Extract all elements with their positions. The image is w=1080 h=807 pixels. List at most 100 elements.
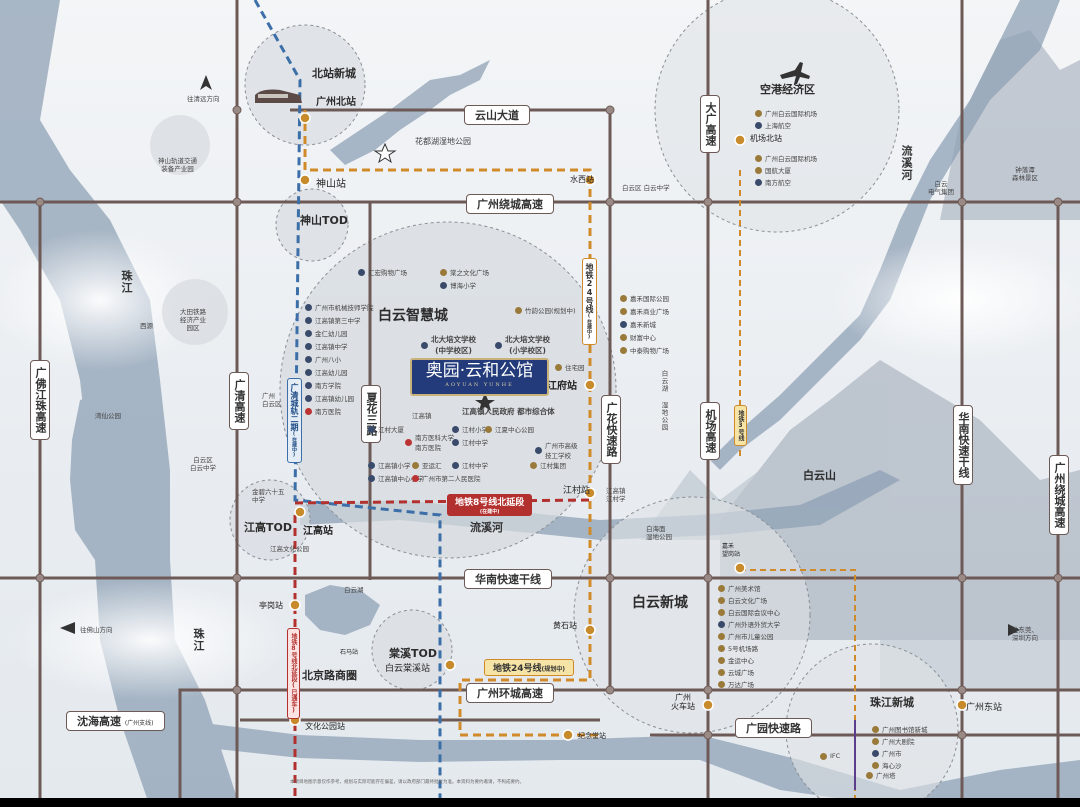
poi-item[interactable]: 广州大剧院 [872,736,928,746]
airline-icon [755,121,762,129]
poi-item[interactable]: 南方学院 [305,380,374,390]
school-icon [305,381,312,389]
poi-item[interactable]: 江高镇中心小学 [368,473,424,483]
airport-poi-list: 广州白云国际机场 上海航空 [755,108,817,130]
tower-icon [866,771,873,779]
poi-item[interactable]: 北大培文学校 (小学校区) [495,334,550,356]
park-xinyuan: 湾仙公园 [95,412,121,420]
metro-line3: 地铁3号线 [734,405,747,446]
poi-item[interactable]: 云城广场 [718,667,780,677]
poi-item[interactable]: 财富中心 [620,332,669,342]
poi-item[interactable]: 广州美术馆 [718,583,780,593]
station-guangzhou: 广州 火车站 [671,693,695,711]
poi-item[interactable]: 广州市儿童公园 [718,631,780,641]
building-icon [755,166,762,174]
building-icon [718,608,725,616]
poi-item[interactable]: 万达广场 [718,679,780,689]
park-icon [620,294,627,302]
poi-item[interactable]: 金仁幼儿园 [305,328,374,338]
poi-item[interactable]: 江高镇幼儿园 [305,393,374,403]
culture-icon [440,268,447,276]
label-baiyun6: 金碧六十五 中学 [252,488,285,504]
poi-item[interactable]: 广州白云国际机场 [755,153,817,163]
school-icon [495,341,502,349]
district-baiyun-new: 白云新城 [632,595,688,611]
poi-item[interactable]: 住宅园 [555,362,585,372]
poi-item[interactable]: 江高幼儿园 [305,367,374,377]
poi-item[interactable]: 嘉禾新城 [620,319,669,329]
road-nodes [35,105,1063,740]
poi-item[interactable]: 竹韵公园(规划中) [515,305,576,315]
poi-item[interactable]: 南方医科大学 南方医院 [405,432,454,452]
district-jianggao-tod: 江高TOD [244,521,292,534]
river-liuxi-east: 流溪河 [900,145,913,181]
poi-item[interactable]: 广州图书馆新城 [872,724,928,734]
poi-item[interactable]: 北大培文学校 (中学校区) [421,334,476,356]
district-circles [150,0,959,807]
poi-item[interactable]: 海心沙 [872,760,928,770]
culture-icon [718,596,725,604]
poi-item[interactable]: 中泰购物广场 [620,345,669,355]
poi-item[interactable]: 广州塔 [866,770,896,780]
poi-item[interactable]: 江夏中心公园 [485,424,534,434]
building-icon [820,752,827,760]
poi-item[interactable]: 江村小学 [452,424,488,434]
district-tangxi-tod: 棠溪TOD [389,647,437,660]
station-jiangcun: 江村站 [563,486,591,496]
poi-item[interactable]: IFC [820,752,840,760]
building-icon [530,461,537,469]
poi-item[interactable]: 5号机场路 [718,643,780,653]
airport-icon [755,154,762,162]
poi-item[interactable]: 江村集团 [530,460,566,470]
poi-item[interactable]: 江高镇人民政府 都市综合体 [462,407,555,416]
school-icon [305,355,312,363]
poi-item[interactable]: 广州市机械技师学院 [305,302,374,312]
district-beizhan: 北站新城 [312,67,356,80]
plane-icon [780,62,810,84]
poi-item[interactable]: 江村中学 [452,437,488,447]
poi-item[interactable]: 嘉禾国际公园 [620,293,669,303]
poi-item[interactable]: 广州八小 [305,354,374,364]
poi-item[interactable]: 上海航空 [755,120,817,130]
poi-item[interactable]: 江高镇小学 [368,460,411,470]
poi-item[interactable]: 广州市高级 技工学校 [535,440,578,460]
road-xiahua: 夏花三路 [361,385,381,443]
road-raocheng: 广州绕城高速 [466,194,554,214]
poi-item[interactable]: 广州市第二人民医院 [412,473,481,483]
poi-item[interactable]: 江村中学 [452,460,488,470]
metro-line8: 地铁8号线北延段(在建中) [447,494,533,516]
poi-item[interactable]: 金运中心 [718,655,780,665]
poi-item[interactable]: 白云国际会议中心 [718,607,780,617]
station-shima: 石马站 [340,649,359,656]
poi-item[interactable]: 汇宏购物广场 [358,267,407,277]
park-icon [515,306,522,314]
school-icon [452,438,459,446]
poi-item[interactable]: 嘉禾商业广场 [620,306,669,316]
park-icon [555,363,562,371]
station-jiangfu: 江府站 [547,381,577,392]
poi-item[interactable]: 广州市 [872,748,928,758]
poi-item[interactable]: 广州白云国际机场 [755,108,817,118]
project-badge[interactable]: 奥园·云和公馆 AOYUAN YUNHE [410,358,549,396]
poi-item[interactable]: 棠之文化广场 [440,267,489,277]
poi-item[interactable]: 江高镇 [412,412,432,420]
poi-item[interactable]: 博海小学 [440,280,476,290]
district-baiyun-smart: 白云智慧城 [378,308,448,324]
building-icon [620,320,627,328]
poi-item[interactable]: 江高镇中学 [305,341,374,351]
poi-item[interactable]: 国航大厦 [755,165,817,175]
road-huancheng: 广州环城高速 [466,683,554,703]
poi-item[interactable]: 江村大厦 [368,424,404,434]
poi-item[interactable]: 南方航空 [755,177,817,187]
district-shenshan-tod: 神山TOD [300,214,348,227]
poi-item[interactable]: 江高镇第三中学 [305,315,374,325]
building-icon [872,749,879,757]
metro-24-horiz: 地铁24号线(规划中) [484,659,575,676]
poi-item[interactable]: 亚运汇 [412,460,442,470]
label-xiyun: 西源 [140,322,153,330]
poi-item[interactable]: 广州外语外贸大学 [718,619,780,629]
poi-item[interactable]: 白云文化广场 [718,595,780,605]
poi-item[interactable]: 南方医院 [305,406,374,416]
left-poi-list: 广州市机械技师学院 江高镇第三中学 金仁幼儿园 江高镇中学 广州八小 江高幼儿园… [305,302,374,416]
train-icon [255,89,302,103]
